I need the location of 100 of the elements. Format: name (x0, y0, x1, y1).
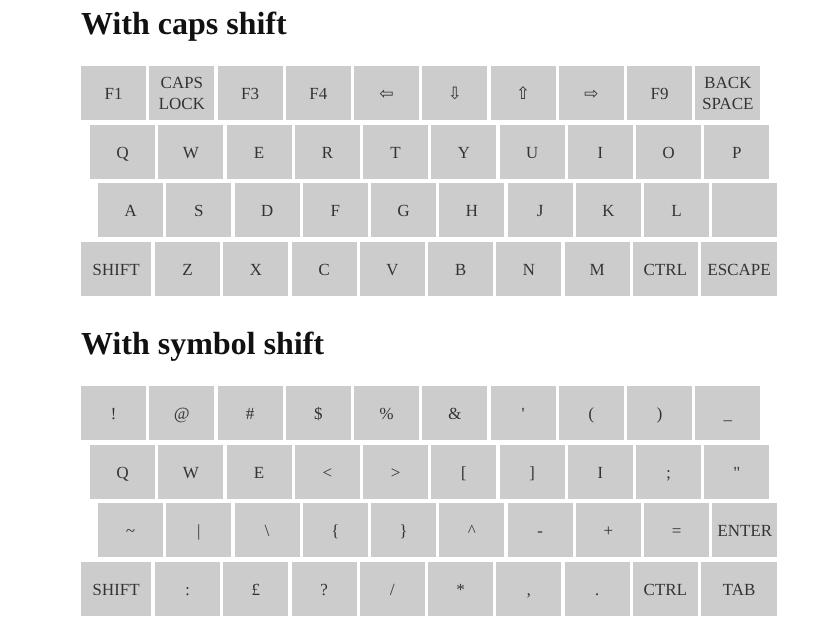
keyboard-key (292, 242, 356, 296)
keyboard-key (226, 125, 292, 179)
key-label: = (672, 520, 682, 540)
keyboard-key (371, 503, 436, 557)
key-label: S (194, 200, 204, 220)
keyboard-key (564, 562, 630, 616)
key-label: ^ (468, 520, 476, 540)
keyboard-key (564, 242, 630, 296)
keyboard-key (422, 66, 488, 120)
keyboard-key (431, 445, 496, 499)
key-label: N (522, 258, 535, 280)
keyboard-key (636, 445, 701, 499)
key-label: ~ (126, 520, 136, 540)
key-label: U (526, 142, 538, 162)
key-label: " (733, 462, 740, 482)
keyboard-key (234, 183, 300, 237)
keyboard-key (302, 183, 368, 237)
key-label: _ (724, 402, 732, 424)
key-label: H (466, 200, 478, 220)
key-label: [ (460, 462, 467, 482)
keyboard-key (439, 503, 504, 557)
keyboard-key (90, 445, 155, 499)
key-label: ! (110, 402, 116, 424)
key-label: ) (656, 402, 662, 424)
key-label: D (260, 200, 274, 220)
keyboard-key (695, 66, 760, 120)
key-label: < (322, 462, 332, 482)
keyboard-key (354, 66, 419, 120)
keyboard-key (701, 242, 777, 296)
keyboard-key (431, 125, 496, 179)
keyboard-key (701, 562, 777, 616)
key-label: Z (182, 258, 193, 280)
key-label: W (182, 462, 199, 482)
keyboard-key (218, 66, 282, 120)
keyboard-key (166, 503, 232, 557)
key-label: P (732, 142, 742, 162)
keyboard-key (158, 125, 224, 179)
key-label: CTRL (644, 258, 687, 280)
key-label: M (589, 258, 605, 280)
key-label: F3 (241, 82, 259, 104)
keyboard-key (695, 386, 760, 440)
keyboard-key (439, 183, 504, 237)
keyboard-key (508, 503, 572, 557)
key-label: | (197, 520, 200, 540)
keyboard-key (644, 503, 709, 557)
key-label: # (246, 402, 254, 424)
keyboard-key (286, 66, 351, 120)
keyboard-key (218, 386, 282, 440)
section-heading: With caps shift (81, 5, 287, 41)
keyboard-key (302, 503, 368, 557)
key-label: X (250, 258, 262, 280)
key-label: L (671, 200, 682, 220)
key-label: SHIFT (92, 258, 140, 280)
key-label: Q (116, 142, 129, 162)
key-label: CAPS LOCK (158, 72, 206, 114)
keyboard-key (627, 386, 692, 440)
key-label: F4 (309, 82, 328, 104)
keyboard-key (234, 503, 300, 557)
key-label: G (397, 200, 410, 220)
key-label: F1 (104, 82, 122, 104)
keyboard-key (149, 66, 214, 120)
key-label: V (386, 258, 398, 280)
keyboard-key (508, 183, 572, 237)
keyboard-key (490, 66, 556, 120)
keyboard-key (166, 183, 232, 237)
keyboard-key (223, 242, 288, 296)
key-label: ⇩ (448, 82, 462, 104)
keyboard-key (155, 562, 220, 616)
key-label: ; (666, 462, 671, 482)
keyboard-key (81, 66, 146, 120)
keyboard-key (632, 242, 698, 296)
key-label: & (448, 402, 462, 424)
keyboard-key (223, 562, 288, 616)
keyboard-key (568, 445, 633, 499)
key-label: ] (529, 462, 535, 482)
key-label: > (390, 462, 400, 482)
key-label: : (185, 578, 190, 600)
key-label: K (602, 200, 614, 220)
key-label: E (254, 462, 264, 482)
key-label: ( (588, 402, 594, 424)
keyboard-key (81, 386, 146, 440)
key-label: O (662, 142, 675, 162)
keyboard-key (712, 503, 778, 557)
keyboard-key (294, 445, 360, 499)
keyboard-key (704, 125, 770, 179)
keyboard-key (81, 562, 151, 616)
keyboard-key (158, 445, 224, 499)
key-label: £ (252, 578, 260, 600)
section-heading: With symbol shift (81, 325, 324, 361)
keyboard-key (500, 125, 564, 179)
key-label: { (331, 520, 340, 540)
keyboard-key (428, 242, 493, 296)
keyboard-key (496, 242, 562, 296)
key-label: E (254, 142, 264, 162)
key-label: TAB (722, 578, 756, 600)
key-label: ' (521, 402, 525, 424)
keyboard-key (627, 66, 692, 120)
key-label: \ (264, 520, 270, 540)
key-label: I (597, 142, 604, 162)
key-label: ENTER (717, 520, 772, 540)
